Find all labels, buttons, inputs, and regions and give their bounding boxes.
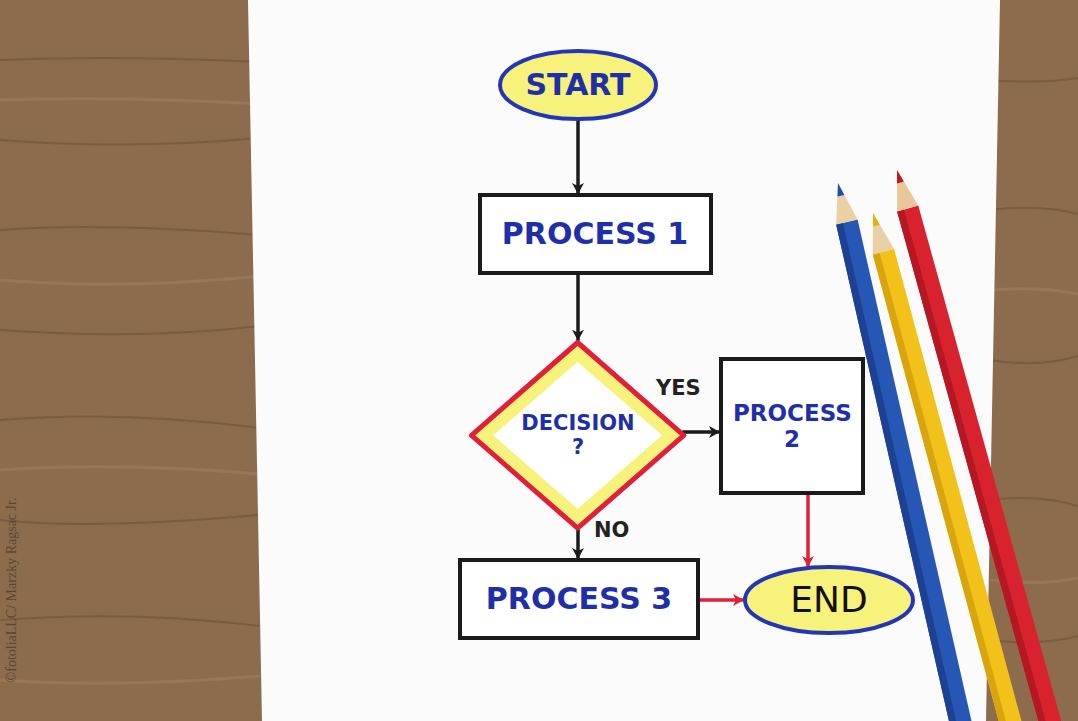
start-terminal: START [498,49,658,121]
node-text: END [790,579,867,620]
node-text: START [525,68,630,103]
process-box: PROCESS 2 [719,357,865,495]
process-box: PROCESS 3 [458,558,700,640]
flow-arrow [806,495,810,566]
decision-diamond: DECISION ? [469,340,686,531]
flow-arrow [576,275,580,340]
node-text: PROCESS 3 [486,582,672,617]
node-text: DECISION ? [514,411,642,459]
process-box: PROCESS 1 [478,193,713,275]
node-text: PROCESS 1 [502,217,688,252]
end-terminal: END [743,565,915,635]
watermark: ©fotoliaLLC/ Marzky Ragsac Jr. [4,498,20,683]
flow-arrow [576,121,580,193]
flow-arrow [576,530,580,558]
node-text: PROCESS 2 [733,400,851,453]
flow-arrow [700,598,743,602]
flow-arrow [683,430,719,434]
edge-label: YES [656,376,701,400]
edge-label: NO [594,518,629,542]
